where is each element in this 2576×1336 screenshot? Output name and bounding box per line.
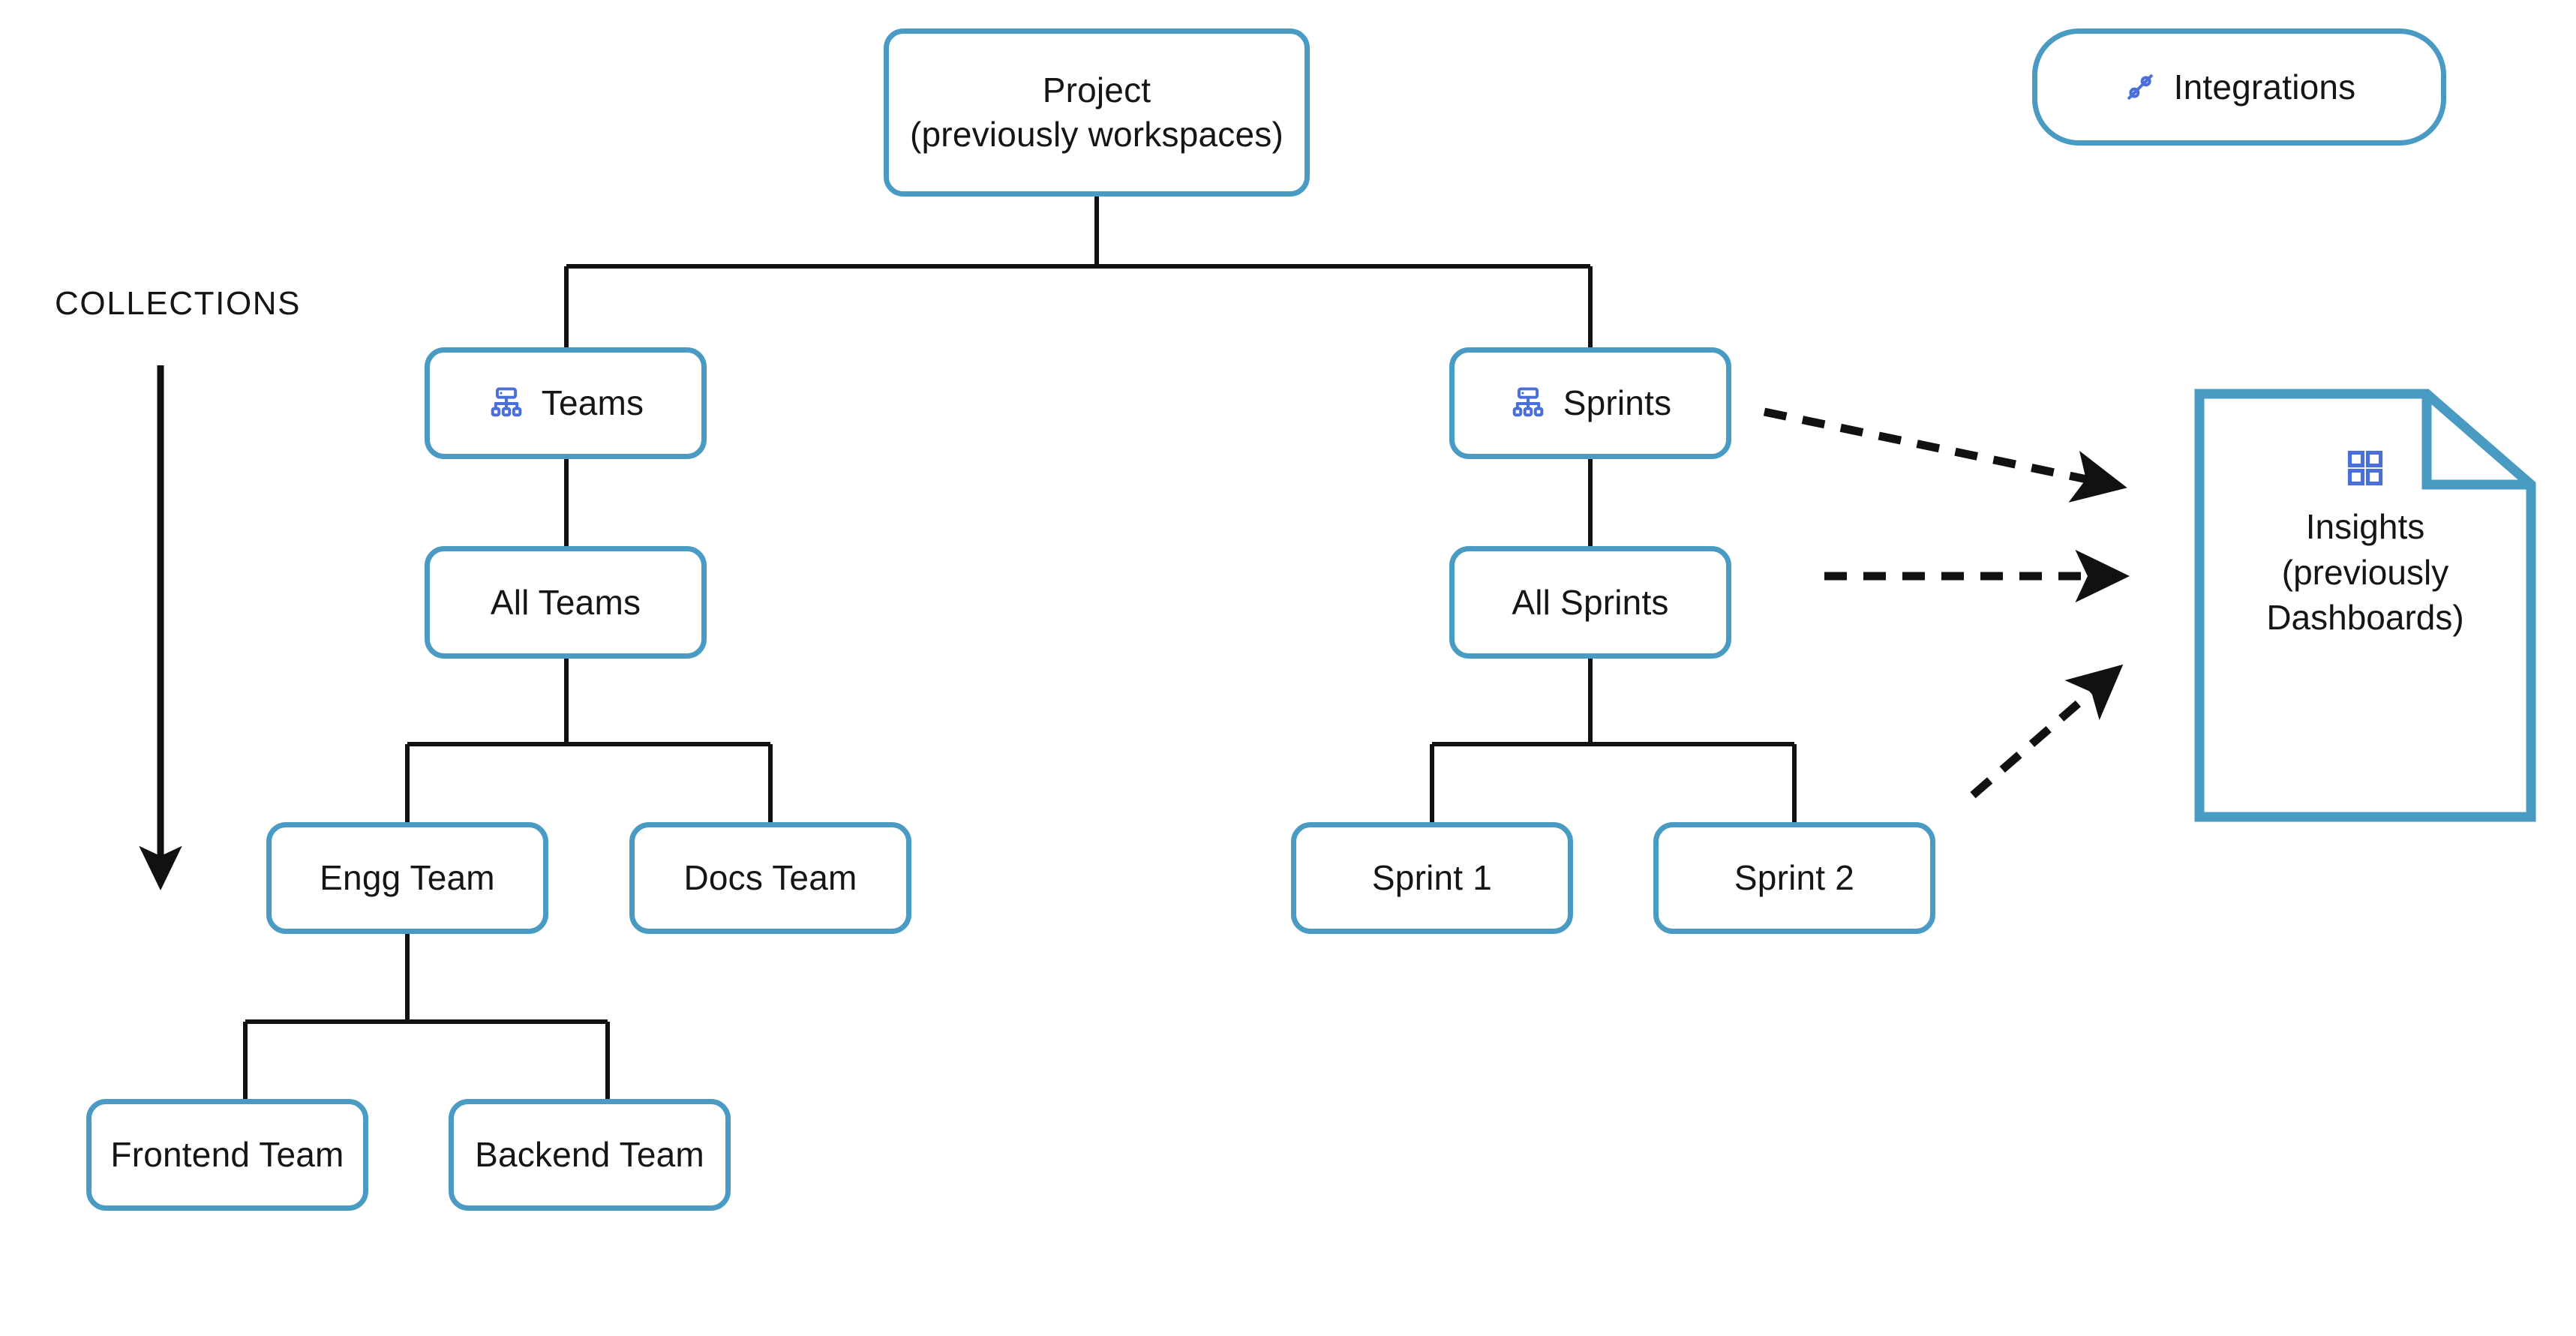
collections-label: COLLECTIONS <box>55 285 302 322</box>
node-all-sprints-label: All Sprints <box>1512 582 1669 622</box>
node-sprints-label: Sprints <box>1563 383 1672 423</box>
node-sprint-1-label: Sprint 1 <box>1371 858 1493 898</box>
node-sprint-1[interactable]: Sprint 1 <box>1291 822 1573 934</box>
node-project[interactable]: Project (previously workspaces) <box>884 29 1310 197</box>
node-sprint-2-label: Sprint 2 <box>1734 858 1855 898</box>
edge-sprints-insights-dashed <box>1763 407 2127 503</box>
node-all-teams-label: All Teams <box>490 582 641 622</box>
node-integrations[interactable]: Integrations <box>2032 29 2446 146</box>
node-teams[interactable]: Teams <box>425 347 707 459</box>
node-all-sprints[interactable]: All Sprints <box>1449 546 1731 659</box>
node-docs-team[interactable]: Docs Team <box>629 822 911 934</box>
node-teams-label: Teams <box>541 383 644 423</box>
node-engg-team[interactable]: Engg Team <box>266 822 548 934</box>
node-integrations-label: Integrations <box>2173 67 2356 107</box>
org-chart-icon <box>488 385 525 422</box>
node-sprint-2[interactable]: Sprint 2 <box>1653 822 1935 934</box>
node-sprints[interactable]: Sprints <box>1449 347 1731 459</box>
grid-4-icon <box>2344 447 2386 489</box>
node-all-teams[interactable]: All Teams <box>425 546 707 659</box>
node-backend-team-label: Backend Team <box>475 1135 704 1175</box>
node-insights-label: Insights (previously Dashboards) <box>2266 507 2464 638</box>
node-engg-team-label: Engg Team <box>320 858 495 898</box>
node-backend-team[interactable]: Backend Team <box>449 1099 731 1211</box>
node-docs-team-label: Docs Team <box>683 858 857 898</box>
plug-icon <box>2123 70 2157 104</box>
org-chart-icon <box>1509 385 1547 422</box>
node-project-label: Project (previously workspaces) <box>910 71 1283 154</box>
node-frontend-team[interactable]: Frontend Team <box>86 1099 368 1211</box>
node-frontend-team-label: Frontend Team <box>110 1135 344 1175</box>
edge-sprint2-insights-dashed <box>1970 664 2124 799</box>
document-folded-corner-shape <box>2194 389 2536 822</box>
node-insights[interactable]: Insights (previously Dashboards) <box>2194 389 2536 822</box>
